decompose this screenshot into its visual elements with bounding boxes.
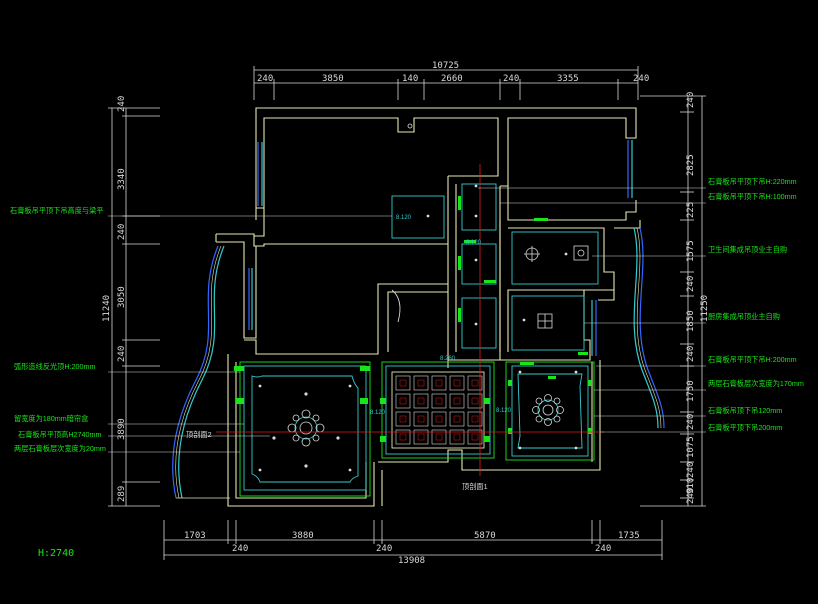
downlight-dots [258, 184, 578, 472]
label-left-5: 两层石膏板层次宽度为20mm [14, 444, 106, 453]
dim-top-4: 2660 [441, 74, 463, 84]
left-leader-lines [108, 215, 392, 453]
dim-right-6: 1850 [686, 310, 696, 332]
bottom-dimension-chain [163, 520, 663, 560]
ceiling-height-note: H:2740 [38, 548, 74, 559]
chandelier-icon [287, 409, 325, 447]
walls [215, 107, 641, 507]
top-dimension-chain [253, 66, 639, 100]
label-left-3: 留宽度为180mm暗帘盒 [14, 414, 88, 423]
section-mark-1: 顶剖面1 [462, 482, 488, 491]
label-left-4: 石膏板吊平顶高H2740mm [18, 430, 101, 439]
label-right-1: 石膏板吊平顶下吊H:220mm [708, 177, 797, 186]
dim-top-7: 240 [633, 74, 649, 84]
dim-right-2: 2825 [686, 154, 696, 176]
label-right-8: 石膏板平顶下吊200mm [708, 423, 782, 432]
label-left-1: 石膏板吊平顶下吊高度与梁平 [10, 206, 103, 215]
dim-right-total: 11250 [700, 295, 710, 322]
dim-right-10: 1075 [686, 436, 696, 458]
dim-left-3: 240 [117, 224, 127, 240]
level-mark-5: 8.120 [496, 408, 512, 414]
label-right-3: 卫生间集成吊顶业主自购 [708, 245, 787, 254]
dim-top-5: 240 [503, 74, 519, 84]
ceiling-lamp-icons [407, 123, 589, 329]
level-mark-3: 8.260 [440, 356, 456, 362]
dim-right-13: 240 [686, 488, 696, 504]
dim-bottom-2: 240 [232, 544, 248, 554]
dim-right-9: 240 [686, 414, 696, 430]
dim-bottom-total: 13908 [398, 556, 425, 566]
dim-bottom-4: 240 [376, 544, 392, 554]
dim-right-12: 910 [686, 478, 696, 494]
dim-top-6: 3355 [557, 74, 579, 84]
cornice-outline [239, 361, 595, 497]
right-dimension-chain [640, 95, 706, 507]
dim-left-1: 240 [117, 96, 127, 112]
dim-left-5: 240 [117, 346, 127, 362]
dim-right-7: 240 [686, 346, 696, 362]
right-leader-lines [478, 187, 706, 433]
dim-left-6: 3890 [117, 418, 127, 440]
downlight-markers [234, 196, 592, 442]
level-mark-1: 8.120 [396, 215, 412, 221]
dim-left-2: 3340 [117, 168, 127, 190]
label-right-6: 两层石膏板层次宽度为170mm [708, 379, 804, 388]
dim-right-5: 240 [686, 276, 696, 292]
ceiling-features [243, 183, 599, 491]
label-left-2: 弧形造线反光顶H:200mm [14, 362, 95, 371]
grid-light-cells [395, 375, 483, 445]
dim-right-3: 225 [686, 202, 696, 218]
level-mark-4: 8.120 [370, 410, 386, 416]
dim-left-4: 3050 [117, 286, 127, 308]
dim-right-8: 1750 [686, 380, 696, 402]
section-lines [216, 164, 604, 476]
dim-top-3: 140 [402, 74, 418, 84]
dim-left-7: 289 [117, 486, 127, 502]
grid-light-inner [399, 379, 479, 441]
windows [172, 140, 665, 499]
dim-right-1: 240 [686, 92, 696, 108]
label-right-2: 石膏板吊平顶下吊H:100mm [708, 192, 797, 201]
label-right-7: 石膏板吊顶下吊120mm [708, 406, 782, 415]
dim-top-total: 10725 [432, 61, 459, 71]
dim-bottom-3: 3880 [292, 531, 314, 541]
dim-bottom-6: 240 [595, 544, 611, 554]
dim-bottom-5: 5870 [474, 531, 496, 541]
chandelier-icon-2 [532, 394, 564, 426]
section-mark-2: 顶剖面2 [186, 430, 212, 439]
label-right-5: 石膏板吊平顶下吊H:200mm [708, 355, 797, 364]
left-dimension-chain [108, 107, 160, 507]
level-mark-2: 8.120 [466, 240, 482, 246]
label-right-4: 厨房集成吊顶业主自购 [708, 312, 780, 321]
dim-bottom-1: 1703 [184, 531, 206, 541]
dim-bottom-7: 1735 [618, 531, 640, 541]
dim-top-2: 3850 [322, 74, 344, 84]
dim-left-total: 11240 [102, 295, 112, 322]
dim-right-4: 1575 [686, 240, 696, 262]
dim-top-1: 240 [257, 74, 273, 84]
dim-right-11: 240 [686, 462, 696, 478]
